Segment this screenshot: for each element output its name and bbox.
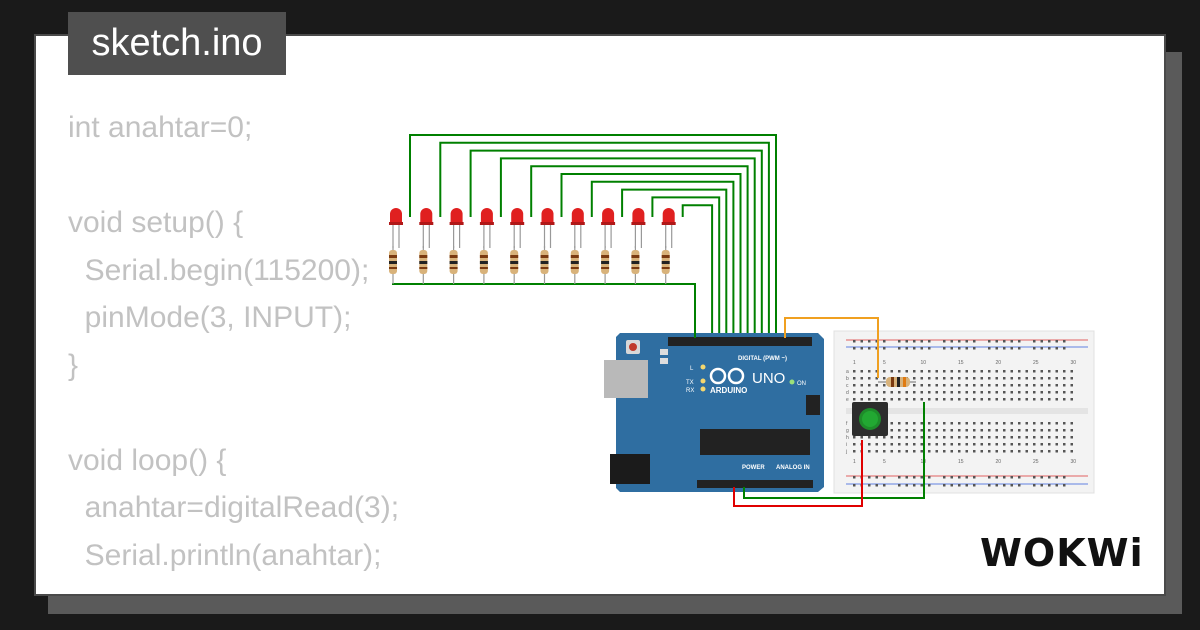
row-letter: c [846,383,849,389]
common-ground-wire [392,283,696,338]
led-resistor[interactable] [631,246,640,284]
column-number: 5 [883,360,886,366]
power-jack [610,454,650,484]
led-wire [439,141,770,338]
column-number: 1 [853,360,856,366]
led[interactable] [510,208,525,248]
push-button[interactable] [852,402,888,436]
code-line: int anahtar=0; [68,111,253,144]
on-label: ON [797,381,806,387]
rx-led [700,386,706,392]
infinity-logo-icon [709,367,745,385]
row-letter: i [846,442,847,448]
power-analog-header [697,480,813,488]
file-tab[interactable]: sketch.ino [68,12,286,75]
led[interactable] [449,208,464,248]
code-line: anahtar=digitalRead(3); [68,491,400,524]
led[interactable] [389,208,403,248]
arduino-uno-board[interactable]: UNO ARDUINO DIGITAL (PWM ~) POWER ANALOG… [604,333,824,492]
icsp-header [806,395,820,415]
led-wire [560,173,742,338]
row-letter: d [846,390,849,396]
l-label: L [690,366,694,372]
row-letter: e [846,397,849,403]
preview-card [34,34,1166,596]
led-wire [499,157,756,338]
column-number: 30 [1071,459,1077,465]
led-resistor[interactable] [570,246,579,284]
on-led [789,379,795,385]
row-letter: b [846,376,849,382]
usb-connector [604,360,648,398]
led-resistor[interactable] [389,246,397,284]
code-editor: int anahtar=0; void setup() { Serial.begi… [68,104,668,584]
led[interactable] [540,208,555,248]
row-letter: a [846,369,849,375]
svg-text:WOKWi: WOKWi [980,531,1144,575]
led-resistor[interactable] [510,246,519,284]
led-wire [651,196,721,338]
wokwi-logo: WOKWi [980,531,1144,575]
led-wire [681,204,714,338]
column-number: 20 [996,360,1002,366]
column-number: 20 [996,459,1002,465]
circuit-diagram: UNO ARDUINO DIGITAL (PWM ~) POWER ANALOG… [389,134,1095,507]
digital-pins-label: DIGITAL (PWM ~) [738,356,787,362]
led-resistor[interactable] [449,246,458,284]
row-letter: f [846,421,848,427]
digital-header [668,337,812,346]
led[interactable] [570,208,585,248]
code-line: void setup() { [68,206,244,239]
row-letter: h [846,435,849,441]
power-wire [733,440,863,507]
led-wire [621,188,728,338]
column-number: 10 [921,360,927,366]
analog-pins-label: ANALOG IN [776,465,810,471]
row-letter: g [846,428,849,434]
led-wire [469,149,763,338]
led-wire [530,165,749,338]
column-number: 30 [1071,360,1077,366]
led[interactable] [479,208,494,248]
breadboard-holes [853,340,1073,487]
led[interactable] [661,208,676,248]
led[interactable] [419,208,434,248]
column-number: 25 [1033,360,1039,366]
led-resistor[interactable] [661,246,670,284]
column-number: 25 [1033,459,1039,465]
led-resistor[interactable] [479,246,488,284]
power-pins-label: POWER [742,465,765,471]
led-wire [409,134,777,338]
microcontroller-chip [700,429,810,455]
code-line: } [68,348,79,382]
led[interactable] [601,208,616,248]
led-resistor[interactable] [601,246,610,284]
led-resistor[interactable] [419,246,428,284]
board-brand-label: ARDUINO [710,386,747,395]
code-line: Serial.begin(115200); [68,253,370,287]
l-led [700,364,706,370]
code-line: Serial.println(anahtar); [68,538,382,572]
pulldown-resistor[interactable] [878,377,916,387]
rx-label: RX [686,388,694,394]
led-array [389,208,676,284]
board-model-label: UNO [752,370,785,387]
row-letter: j [845,449,847,455]
ground-wire [743,402,925,499]
led-resistor[interactable] [540,246,549,284]
column-number: 5 [883,459,886,465]
tx-label: TX [686,380,694,386]
code-line: pinMode(3, INPUT); [68,301,352,334]
code-line: void loop() { [68,443,227,477]
tx-led [700,378,706,384]
column-number: 15 [958,360,964,366]
led-wire [590,180,735,338]
led-wires [409,134,777,338]
column-number: 1 [853,459,856,465]
column-number: 15 [958,459,964,465]
led[interactable] [631,208,646,248]
signal-wire-orange [784,317,879,378]
